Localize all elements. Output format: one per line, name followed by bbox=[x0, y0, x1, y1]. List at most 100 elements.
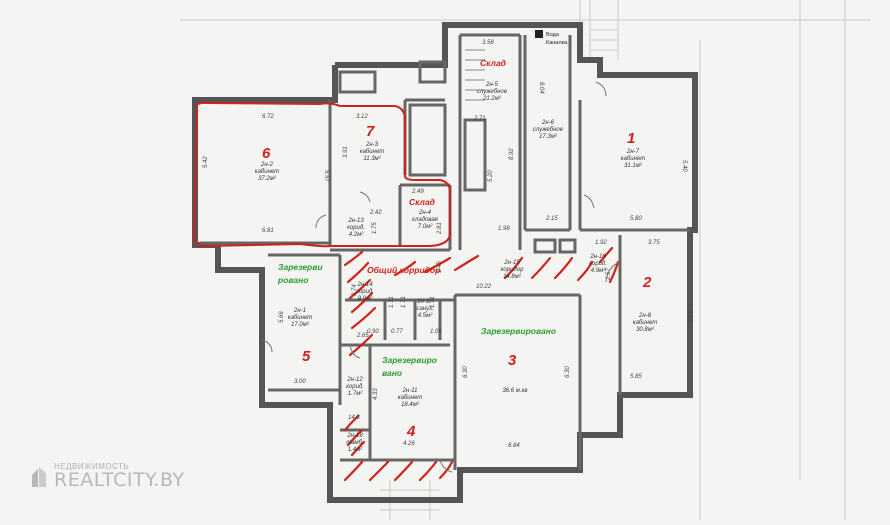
dimension-label: 6.30 bbox=[565, 366, 571, 378]
room-number-1: 1 bbox=[627, 130, 635, 147]
r6-area: 37.2м² bbox=[258, 176, 277, 182]
k13-type: корид. bbox=[347, 225, 365, 231]
dimension-label: 14.8 bbox=[348, 415, 360, 421]
room-number-6: 6 bbox=[262, 145, 271, 162]
r1-code: 2н-7 bbox=[626, 149, 640, 155]
dimension-label: 6.30 bbox=[463, 366, 469, 378]
k12-area: 1.7м² bbox=[348, 391, 363, 397]
sklad1-code: 2н-5 bbox=[485, 82, 499, 88]
dimension-label: 3.75 bbox=[648, 240, 660, 246]
dimension-label: 1.98 bbox=[498, 226, 510, 232]
r2-type: кабинет bbox=[633, 320, 657, 326]
room-number-5: 5 bbox=[302, 348, 311, 365]
dimension-label: 5.42 bbox=[203, 156, 209, 168]
dimension-label: 2.49 bbox=[411, 189, 424, 195]
k13-area: 4.2м² bbox=[349, 232, 364, 238]
room-4-status-b: вано bbox=[382, 368, 402, 378]
r6-type: кабинет bbox=[255, 169, 279, 175]
dimension-label: 3.00 bbox=[294, 379, 306, 385]
k14-area: 9.9м² bbox=[358, 296, 373, 302]
r4-code: 2н-11 bbox=[402, 388, 418, 394]
san-type: сануз. bbox=[416, 306, 433, 312]
r3-area: 36.6 м.кв bbox=[502, 388, 527, 394]
r5-type: кабинет bbox=[288, 315, 312, 321]
r7-type: кабинет bbox=[360, 149, 384, 155]
legend: Вода Канализ. bbox=[535, 30, 569, 46]
r7-area: 11.3м² bbox=[363, 156, 381, 162]
watermark: НЕДВИЖИМОСТЬ REALTCITY.BY bbox=[30, 462, 185, 491]
dimension-label: 5.85 bbox=[630, 374, 642, 380]
watermark-name: REALTCITY.BY bbox=[54, 469, 185, 491]
k14-type: корид. bbox=[356, 289, 374, 295]
r1-type: кабинет bbox=[621, 156, 645, 162]
san-area: 4.5м² bbox=[418, 313, 433, 319]
room-4-status-a: Зарезервиро bbox=[382, 355, 437, 365]
corridor-label: Общий корридор bbox=[367, 265, 440, 275]
tamb-type: тамб. bbox=[346, 440, 363, 446]
room-number-4: 4 bbox=[406, 423, 416, 440]
dimension-label: 1.45 bbox=[437, 261, 443, 273]
k12-type: корид. bbox=[346, 384, 364, 390]
sklad-label-1: Склад bbox=[480, 58, 506, 68]
r2-area: 30.8м² bbox=[636, 327, 655, 333]
k13-code: 2н-13 bbox=[347, 218, 364, 224]
dimension-label: 2.15 bbox=[545, 216, 558, 222]
room-5-status-a: Зарезерви bbox=[278, 262, 323, 272]
dimension-label: 1.75 bbox=[372, 222, 378, 234]
dimension-label: 10.22 bbox=[476, 284, 492, 290]
legend-sewer: Канализ. bbox=[546, 40, 569, 46]
dimension-label: 8.84 bbox=[508, 443, 520, 449]
dimension-label: 1.71 bbox=[389, 296, 395, 308]
dimension-label: 0.77 bbox=[391, 329, 403, 335]
dimension-label: 4.33 bbox=[373, 388, 379, 400]
dimension-label: 3.74 bbox=[352, 284, 358, 296]
r6b-area: 17.3м² bbox=[539, 134, 558, 140]
r6-code: 2н-2 bbox=[260, 162, 274, 168]
dimension-label: 2.81 bbox=[437, 222, 443, 235]
dimension-label: 6.22 bbox=[686, 310, 692, 322]
k14-code: 2н-14 bbox=[356, 282, 373, 288]
r6b-code: 2н-6 bbox=[541, 120, 555, 126]
sklad1-type: служебное bbox=[477, 89, 508, 95]
r1-area: 31.1м² bbox=[624, 163, 643, 169]
dimension-label: 5.20 bbox=[488, 170, 494, 182]
room-number-7: 7 bbox=[366, 123, 375, 140]
sklad1-area: 21.2м² bbox=[482, 96, 502, 102]
sklad2-type: кладовая bbox=[412, 217, 439, 223]
tamb-code: 2н-18 bbox=[346, 433, 363, 439]
k15-area: 14.8м² bbox=[503, 274, 522, 280]
dimension-label: 3.12 bbox=[356, 114, 368, 120]
dimension-label: 2.42 bbox=[369, 210, 382, 216]
r5-code: 2н-1 bbox=[293, 308, 306, 314]
dimension-label: 5.80 bbox=[630, 216, 642, 222]
sklad-label-2: Склад bbox=[409, 197, 435, 207]
dimension-label: 0.90 bbox=[367, 329, 379, 335]
highlight-outline bbox=[192, 101, 451, 248]
room-number-2: 2 bbox=[642, 274, 652, 291]
stair-hatch bbox=[465, 49, 485, 101]
room-number-3: 3 bbox=[508, 352, 517, 369]
dimension-label: 8.92 bbox=[509, 148, 515, 160]
r2-code: 2н-8 bbox=[638, 313, 652, 319]
dimension-label: 1.71 bbox=[430, 296, 436, 308]
r4-type: кабинет bbox=[398, 395, 422, 401]
san-code: 2н-17 bbox=[416, 299, 433, 305]
sklad2-area: 7.0м² bbox=[418, 224, 433, 230]
tamb-area: 1.4м² bbox=[348, 447, 363, 453]
dimension-label: 4.26 bbox=[403, 441, 415, 447]
dimension-label: 5.57 bbox=[323, 170, 329, 182]
r5-area: 17.0м² bbox=[291, 322, 310, 328]
dimension-label: 1.06 bbox=[430, 329, 442, 335]
k16-area: 4.9м² bbox=[591, 268, 606, 274]
dimension-label: 6.81 bbox=[262, 228, 274, 234]
inner-walls bbox=[200, 33, 690, 470]
k16-type: корид. bbox=[589, 261, 607, 267]
dimension-label: 2.65 bbox=[356, 333, 369, 339]
k15-code: 2н-15 bbox=[503, 260, 520, 266]
building-logo-icon bbox=[32, 466, 46, 487]
r4-area: 18.4м² bbox=[401, 402, 420, 408]
k15-type: коридор bbox=[501, 267, 524, 273]
dimension-label: 3.91 bbox=[343, 146, 349, 158]
dimension-label: 2.71 bbox=[473, 116, 486, 122]
